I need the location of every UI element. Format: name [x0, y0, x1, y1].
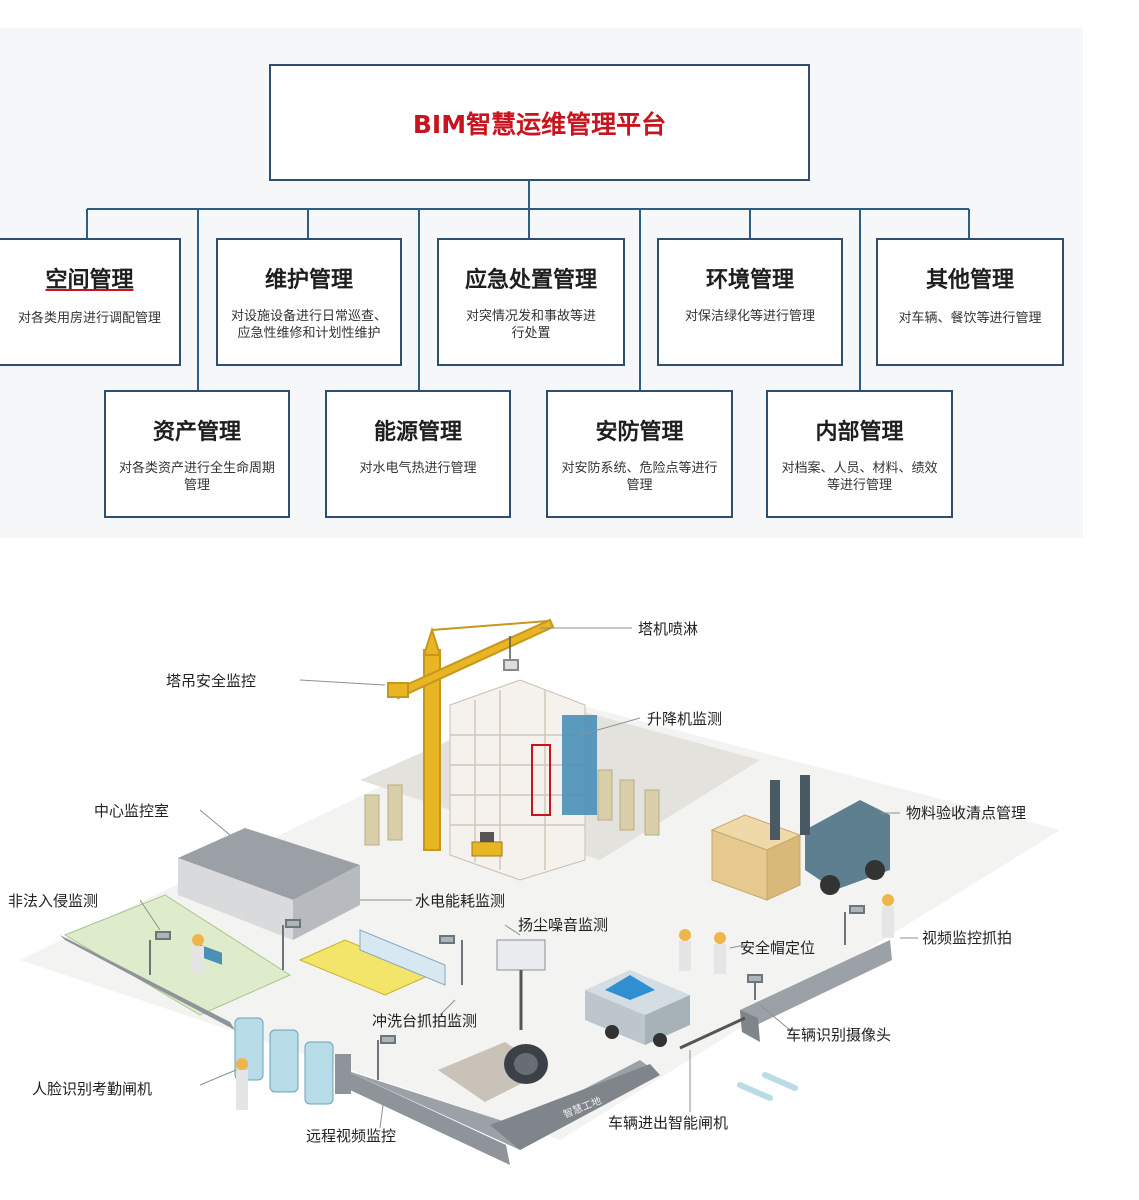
- platform-title: BIM智慧运维管理平台: [412, 109, 667, 139]
- material-columns: [364, 769, 660, 846]
- box-title: 空间管理: [45, 268, 134, 293]
- label-face-gate: 人脸识别考勤闸机: [32, 1080, 152, 1098]
- box-asset-management: 资产管理 对各类资产进行全生命周期管理: [104, 390, 290, 518]
- label-material: 物料验收清点管理: [906, 804, 1026, 822]
- dust-billboard: [496, 939, 546, 1030]
- label-control-room: 中心监控室: [94, 802, 169, 820]
- workers: [192, 894, 894, 1110]
- label-energy: 水电能耗监测: [415, 892, 505, 910]
- box-desc: 对安防系统、危险点等进行管理: [561, 461, 718, 493]
- site-scene: 智慧工地 塔机喷淋 塔吊安全监控 升降机监测 中心监控室 物料验收清点管理 非法…: [8, 618, 1060, 1165]
- platform-root-box: BIM智慧运维管理平台: [269, 64, 810, 181]
- box-other-management: 其他管理 对车辆、餐饮等进行管理: [876, 238, 1064, 366]
- box-desc: 对各类用房进行调配管理: [17, 311, 161, 326]
- callout-lines: [139, 627, 918, 1129]
- intrusion-lawn: [63, 894, 292, 1016]
- label-wash: 冲洗台抓拍监测: [372, 1012, 477, 1030]
- control-room-building: [178, 828, 360, 965]
- box-desc: 对设施设备进行日常巡查、应急性维修和计划性维护: [230, 309, 387, 341]
- org-chart: BIM智慧运维管理平台 空间管理 对各类用房进行调配管理 维护管理 对设施设备进…: [0, 0, 1139, 560]
- box-internal-management: 内部管理 对档案、人员、材料、绩效等进行管理: [766, 390, 953, 518]
- box-security-management: 安防管理 对安防系统、危险点等进行管理: [546, 390, 733, 518]
- barrier-arm: [679, 1016, 746, 1050]
- label-vehicle-gate: 车辆进出智能闸机: [608, 1114, 728, 1132]
- traffic-arrows-icon: [737, 1072, 798, 1101]
- forklift: [770, 775, 890, 895]
- box-desc: 对档案、人员、材料、绩效等进行管理: [781, 461, 938, 493]
- bulldozer: [471, 832, 503, 857]
- label-remote-video: 远程视频监控: [306, 1127, 396, 1145]
- truck: [585, 970, 690, 1047]
- label-helmet: 安全帽定位: [740, 939, 815, 957]
- label-dust-noise: 扬尘噪音监测: [518, 916, 608, 934]
- label-hoist: 升降机监测: [647, 710, 722, 728]
- box-emergency-management: 应急处置管理 对突情况发和事故等进行处置: [437, 238, 625, 366]
- box-environment-management: 环境管理 对保洁绿化等进行管理: [657, 238, 843, 366]
- label-video-capture: 视频监控抓拍: [922, 929, 1012, 947]
- box-title: 内部管理: [815, 420, 904, 445]
- camera-poles: [149, 905, 865, 1080]
- box-desc: 对各类资产进行全生命周期管理: [118, 461, 275, 493]
- face-gate: [234, 1017, 351, 1105]
- building-frame: [449, 679, 597, 881]
- label-intrusion: 非法入侵监测: [8, 892, 98, 910]
- label-crane-safety: 塔吊安全监控: [166, 672, 256, 690]
- box-energy-management: 能源管理 对水电气热进行管理: [325, 390, 511, 518]
- tower-crane: [387, 618, 555, 851]
- smart-site-illustration: 智慧工地 塔机喷淋 塔吊安全监控 升降机监测 中心监控室 物料验收清点管理 非法…: [0, 560, 1139, 1200]
- wash-platform: [298, 929, 446, 996]
- perimeter-wall: [60, 935, 892, 1165]
- box-space-management: 空间管理 对各类用房进行调配管理: [0, 238, 181, 366]
- box-desc: 对车辆、餐饮等进行管理: [898, 311, 1042, 326]
- box-title: 维护管理: [264, 268, 353, 293]
- box-title: 能源管理: [373, 420, 462, 445]
- box-title: 其他管理: [925, 268, 1014, 293]
- pipe-roll: [438, 1042, 548, 1102]
- org-connectors: [86, 181, 970, 390]
- box-desc: 对突情况发和事故等进行处置: [465, 309, 596, 341]
- box-maintenance-management: 维护管理 对设施设备进行日常巡查、应急性维修和计划性维护: [216, 238, 402, 366]
- box-title: 资产管理: [152, 420, 241, 445]
- box-desc: 对保洁绿化等进行管理: [685, 309, 816, 324]
- label-tower-spray: 塔机喷淋: [638, 620, 698, 638]
- box-title: 应急处置管理: [464, 268, 597, 293]
- box-title: 环境管理: [705, 268, 794, 293]
- label-vehicle-camera: 车辆识别摄像头: [786, 1026, 891, 1044]
- box-desc: 对水电气热进行管理: [359, 461, 477, 476]
- material-pallets: [710, 814, 802, 901]
- box-title: 安防管理: [595, 420, 684, 445]
